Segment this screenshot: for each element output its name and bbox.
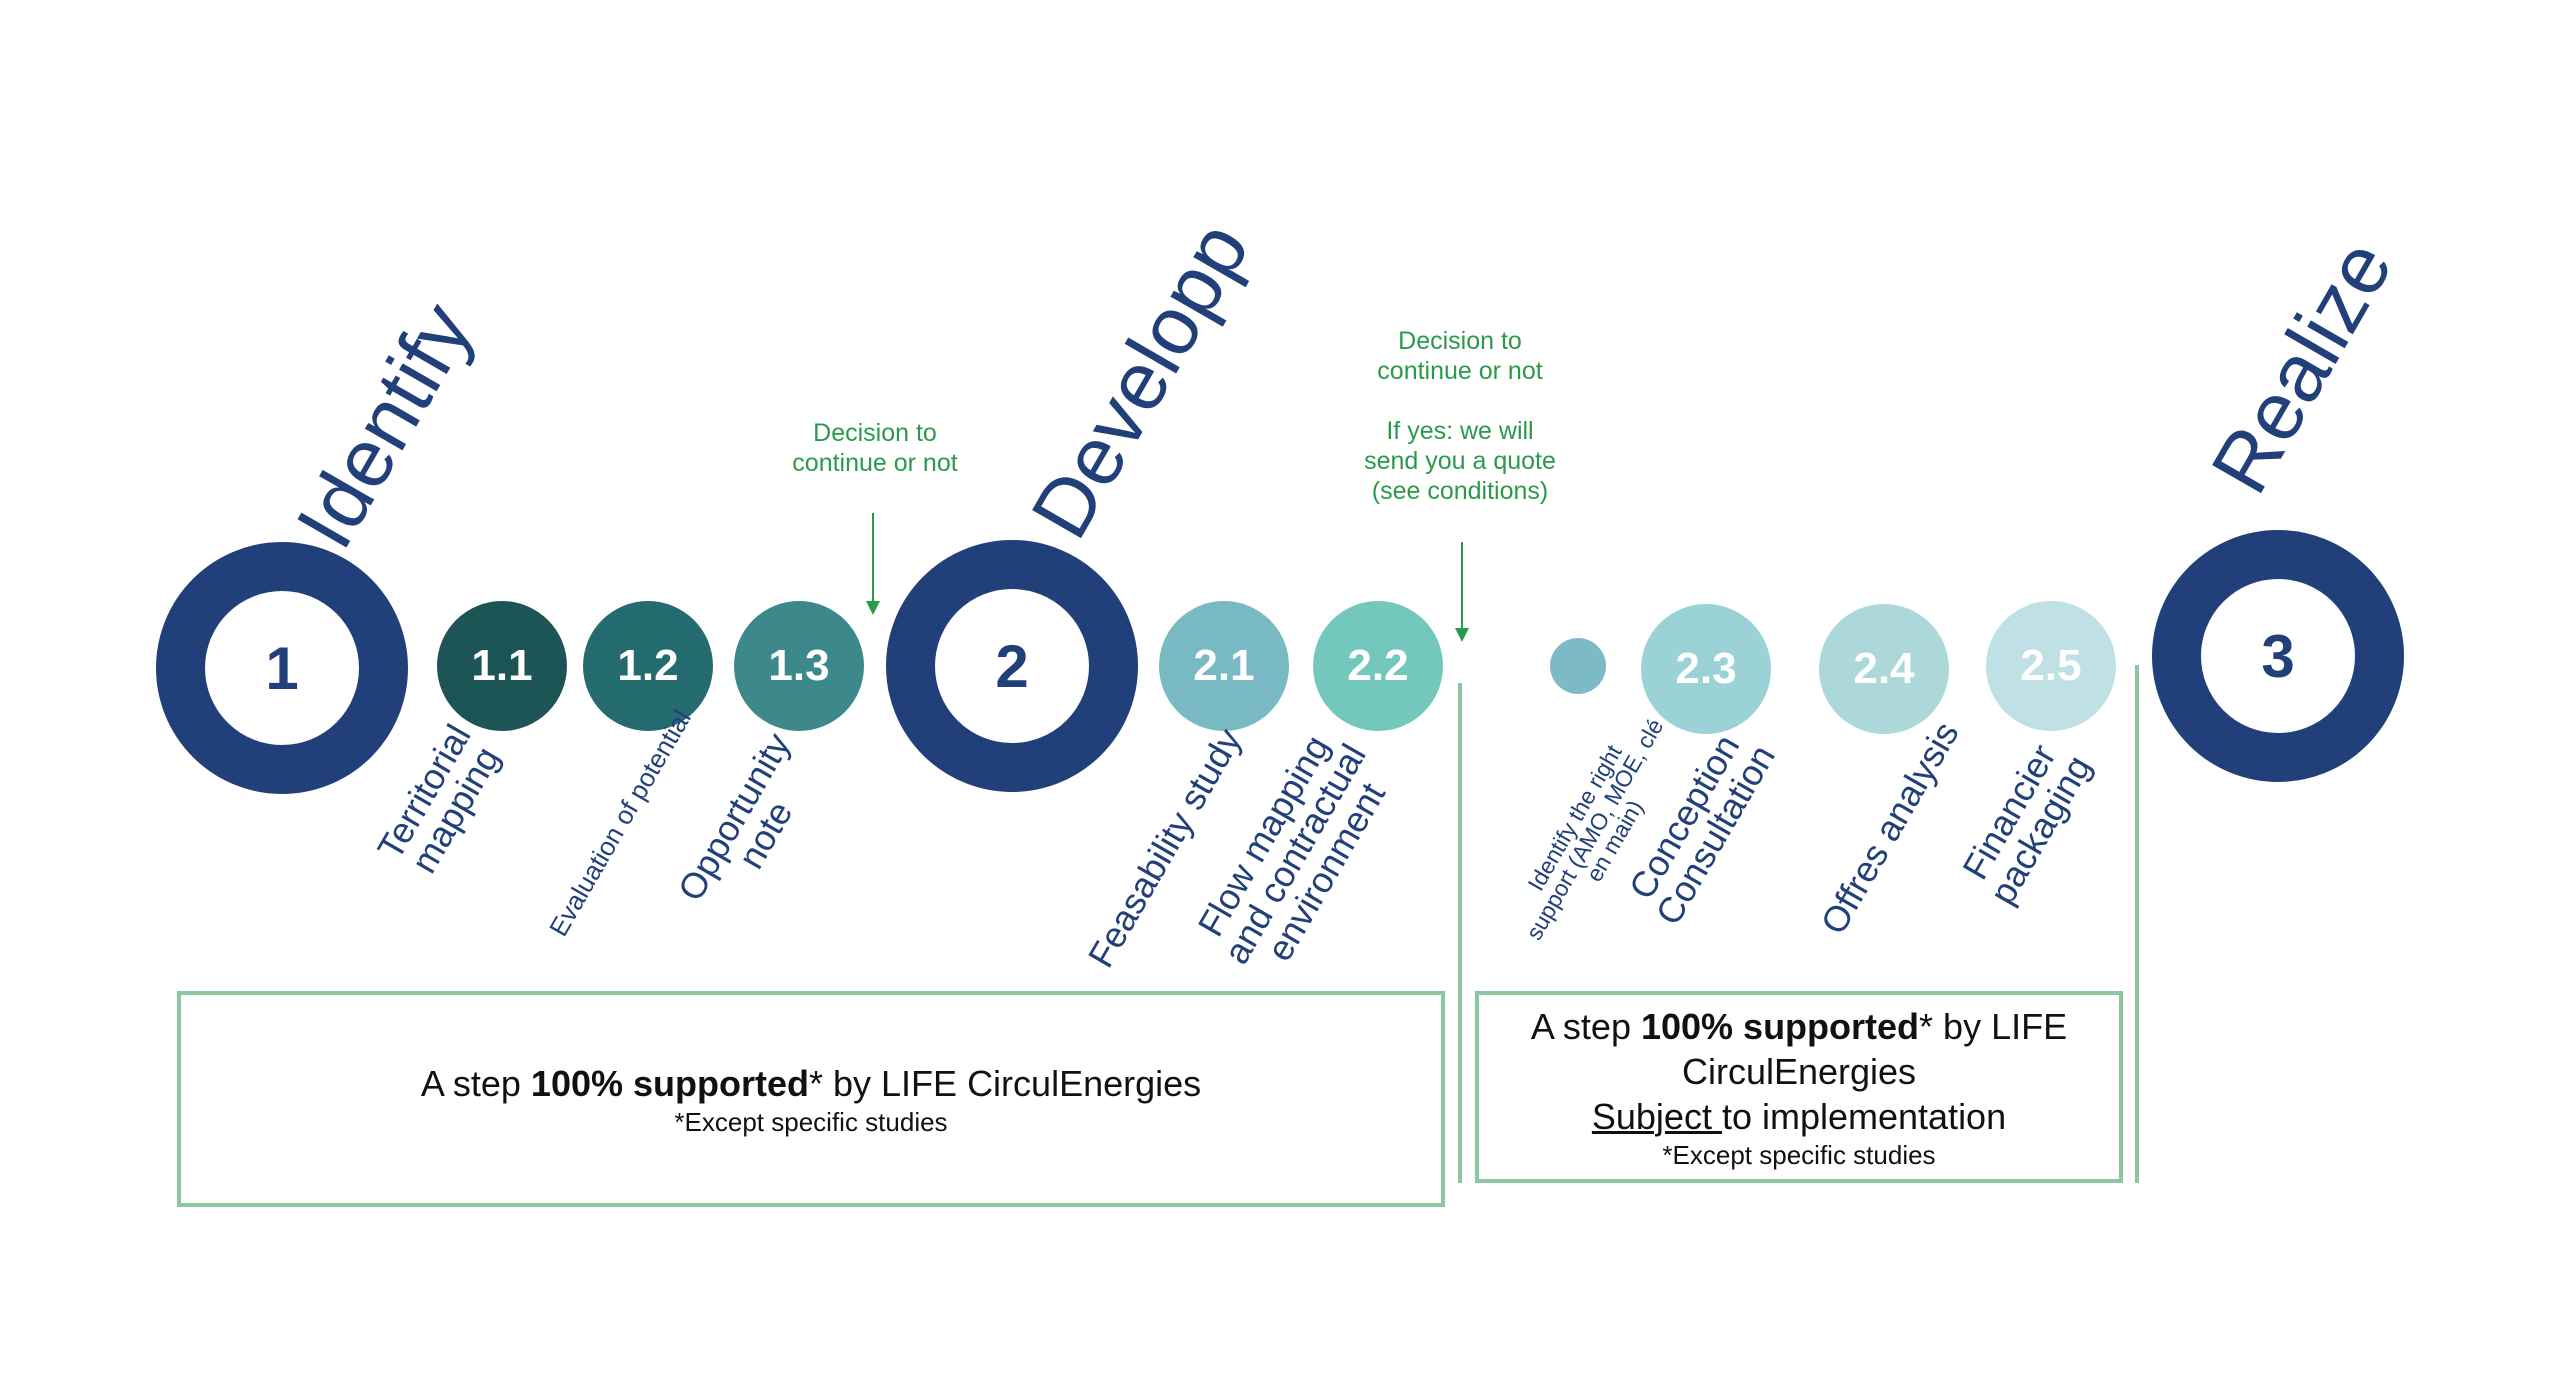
decision-note-2: Decision to continue or not If yes: we w… (1364, 327, 1556, 505)
step-circle-2-1: 2.1 (1159, 601, 1289, 731)
phase-title-realize: Realize (2194, 225, 2411, 508)
support-suffix: * by LIFE (1919, 1005, 2068, 1047)
step-circle-2-5: 2.5 (1986, 601, 2116, 731)
support-prefix: A step (420, 1062, 531, 1104)
support-condition: Subject to implementation (1592, 1094, 2006, 1139)
phase-title-developp: Developp (1014, 207, 1267, 553)
support-statement: A step 100% supported* by LIFE CirculEne… (421, 1061, 1201, 1106)
step-circle-1-3: 1.3 (734, 601, 864, 731)
decision-arrow-1-line (872, 513, 874, 603)
support-footnote: *Except specific studies (1662, 1139, 1936, 1170)
step-number: 1.3 (768, 641, 830, 690)
step-circle-2-4: 2.4 (1819, 604, 1949, 734)
phase-ring-1: 1 (156, 542, 408, 794)
step-circle-2-2: 2.2 (1313, 601, 1443, 731)
step-number: 1.1 (471, 641, 533, 690)
support-bold: 100% supported (530, 1062, 809, 1104)
support-line2: CirculEnergies (1681, 1050, 1917, 1092)
separator-line-right (2135, 665, 2139, 1183)
step-number: 2.3 (1675, 644, 1737, 693)
step-label-opportunity-note: Opportunity note (669, 725, 801, 908)
support-prefix: A step (1530, 1005, 1641, 1047)
phase-number-1: 1 (265, 634, 299, 702)
step-label-financier-packaging: Financier packaging (1954, 737, 2099, 912)
support-bold: 100% supported (1640, 1005, 1920, 1047)
support-condition-rest: to implementation (1721, 1095, 2007, 1137)
support-condition-underlined: Subject (1591, 1095, 1722, 1137)
decision-arrow-2-icon (1455, 628, 1469, 642)
step-number: 1.2 (617, 641, 679, 690)
phase-ring-3: 3 (2152, 530, 2404, 782)
support-suffix: * by LIFE CirculEnergies (809, 1062, 1202, 1104)
step-circle-2-3: 2.3 (1641, 604, 1771, 734)
step-number: 2.1 (1193, 641, 1255, 690)
step-circle-1-2: 1.2 (583, 601, 713, 731)
step-circle-support (1550, 638, 1606, 694)
support-box-implementation: A step 100% supported* by LIFE CirculEne… (1475, 991, 2123, 1183)
step-number: 2.4 (1853, 644, 1915, 693)
phase-title-identify: Identify (279, 288, 491, 563)
step-number: 2.5 (2020, 641, 2082, 690)
decision-arrow-1-icon (866, 601, 880, 615)
support-footnote: *Except specific studies (674, 1106, 948, 1137)
step-label-offres-analysis: Offres analysis (1812, 714, 1967, 941)
support-box-identify-develop: A step 100% supported* by LIFE CirculEne… (177, 991, 1445, 1207)
decision-note-1: Decision to continue or not (792, 419, 958, 477)
phase-number-3: 3 (2261, 622, 2295, 690)
phase-number-2: 2 (995, 632, 1029, 700)
decision-arrow-2-line (1461, 542, 1463, 630)
step-circle-1-1: 1.1 (437, 601, 567, 731)
support-statement: A step 100% supported* by LIFE (1531, 1004, 2067, 1049)
phase-ring-2: 2 (886, 540, 1138, 792)
step-number: 2.2 (1347, 641, 1409, 690)
separator-line-left (1458, 683, 1462, 1183)
